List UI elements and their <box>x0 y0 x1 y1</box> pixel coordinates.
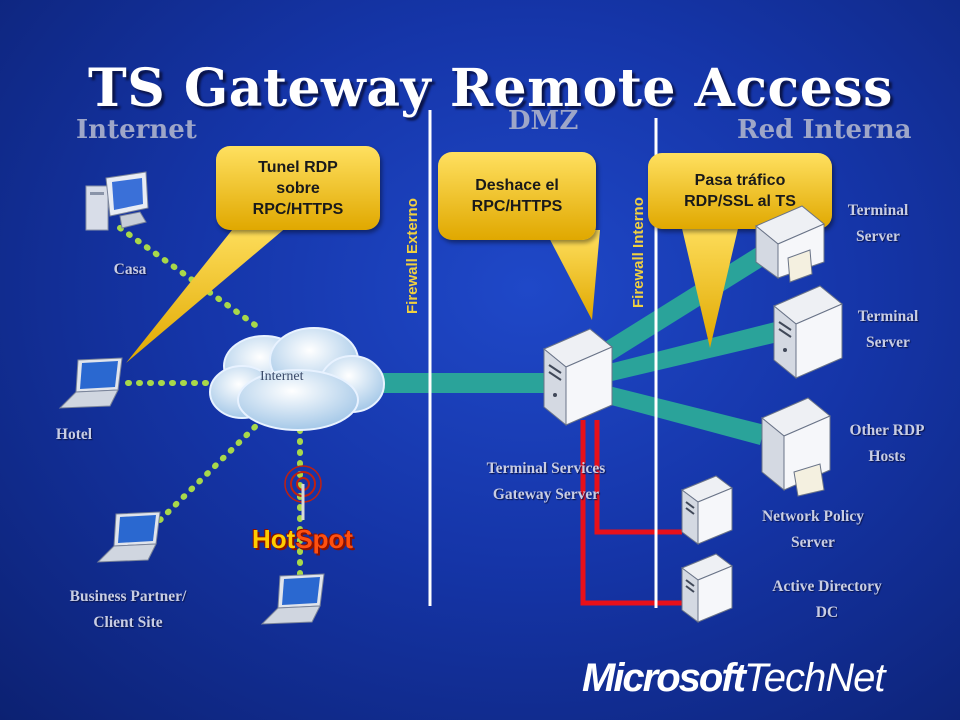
ad-label-line2: DC <box>815 604 839 621</box>
callout-tail-dmz <box>545 230 600 320</box>
link-gateway-ad <box>580 420 682 606</box>
partner-label-line2: Client Site <box>93 614 163 631</box>
antenna-icon <box>284 465 322 520</box>
firewall-external-label: Firewall Externo <box>404 198 421 314</box>
callout-rdp-line1: Tunel RDP <box>258 158 338 176</box>
ts2-label-line2: Server <box>866 334 910 351</box>
link-gateway-other <box>600 385 765 445</box>
nps-label: Network Policy Server <box>742 504 884 556</box>
laptop-icon <box>58 357 123 409</box>
callout-tail-rdp <box>126 220 295 363</box>
other-label-line2: Hosts <box>868 448 906 465</box>
logo-technet-text: TechNet <box>744 656 885 700</box>
ts1-label-line2: Server <box>856 228 900 245</box>
laptop-icon <box>260 573 325 625</box>
hotel-label: Hotel <box>55 426 93 443</box>
server-icon <box>755 205 825 283</box>
callout-pass-line1: Pasa tráfico <box>694 172 786 189</box>
ts2-label-line1: Terminal <box>857 308 919 325</box>
cloud-icon <box>209 327 385 431</box>
laptop-icon <box>96 511 161 563</box>
server-icon <box>773 285 843 380</box>
microsoft-technet-logo: MicrosoftTechNet <box>582 656 885 701</box>
link-gateway-ts2 <box>605 322 778 382</box>
gateway-label: Terminal Services Gateway Server <box>458 456 634 508</box>
nps-label-line1: Network Policy <box>761 508 864 525</box>
server-icon <box>761 397 831 497</box>
home-label: Casa <box>113 261 147 278</box>
callout-pass-line2: RDP/SSL al TS <box>684 193 796 210</box>
ad-label: Active Directory DC <box>742 574 912 626</box>
callout-tail-pass <box>680 220 740 348</box>
zone-internet-label: Internet <box>76 115 197 145</box>
gateway-label-line2: Gateway Server <box>492 486 600 503</box>
callout-rdp-line2: sobre <box>276 179 320 197</box>
ad-label-line1: Active Directory <box>772 578 882 595</box>
nps-label-line2: Server <box>791 534 835 551</box>
ts1-label: Terminal Server <box>826 198 930 250</box>
server-icon <box>680 475 734 545</box>
ts2-label: Terminal Server <box>836 304 940 356</box>
server-icon <box>543 328 613 427</box>
link-internet-gateway <box>380 373 560 393</box>
partner-label-line1: Business Partner/ <box>69 588 187 605</box>
callout-rdp-line3: RPC/HTTPS <box>252 200 344 218</box>
cloud-label: Internet <box>260 369 304 384</box>
hotspot-logo: HotSpot <box>252 524 353 555</box>
gateway-label-line1: Terminal Services <box>486 460 606 477</box>
zone-internal-label: Red Interna <box>737 115 912 145</box>
hotspot-spot-text: Spot <box>295 524 354 554</box>
callout-rdp-tunnel: Tunel RDP sobre RPC/HTTPS <box>216 146 380 230</box>
callout-dmz-line2: RPC/HTTPS <box>471 198 563 215</box>
page-title: TS Gateway Remote Access <box>88 58 893 119</box>
partner-label: Business Partner/ Client Site <box>30 584 226 636</box>
link-home-internet <box>117 225 265 333</box>
link-gateway-nps <box>594 420 682 535</box>
callout-dmz-line1: Deshace el <box>475 177 559 194</box>
link-gateway-ts1 <box>600 245 770 362</box>
hotspot-hot-text: Hot <box>252 524 296 554</box>
ts1-label-line1: Terminal <box>847 202 909 219</box>
logo-microsoft-text: Microsoft <box>582 656 746 700</box>
desktop-icon <box>85 171 149 231</box>
other-label-line1: Other RDP <box>849 422 925 439</box>
zone-dmz-label: DMZ <box>508 106 579 136</box>
link-partner-internet <box>157 417 265 523</box>
other-label: Other RDP Hosts <box>832 418 942 470</box>
server-icon <box>680 553 734 623</box>
firewall-internal-label: Firewall Interno <box>630 197 647 308</box>
callout-dmz-unwrap: Deshace el RPC/HTTPS <box>438 152 596 240</box>
